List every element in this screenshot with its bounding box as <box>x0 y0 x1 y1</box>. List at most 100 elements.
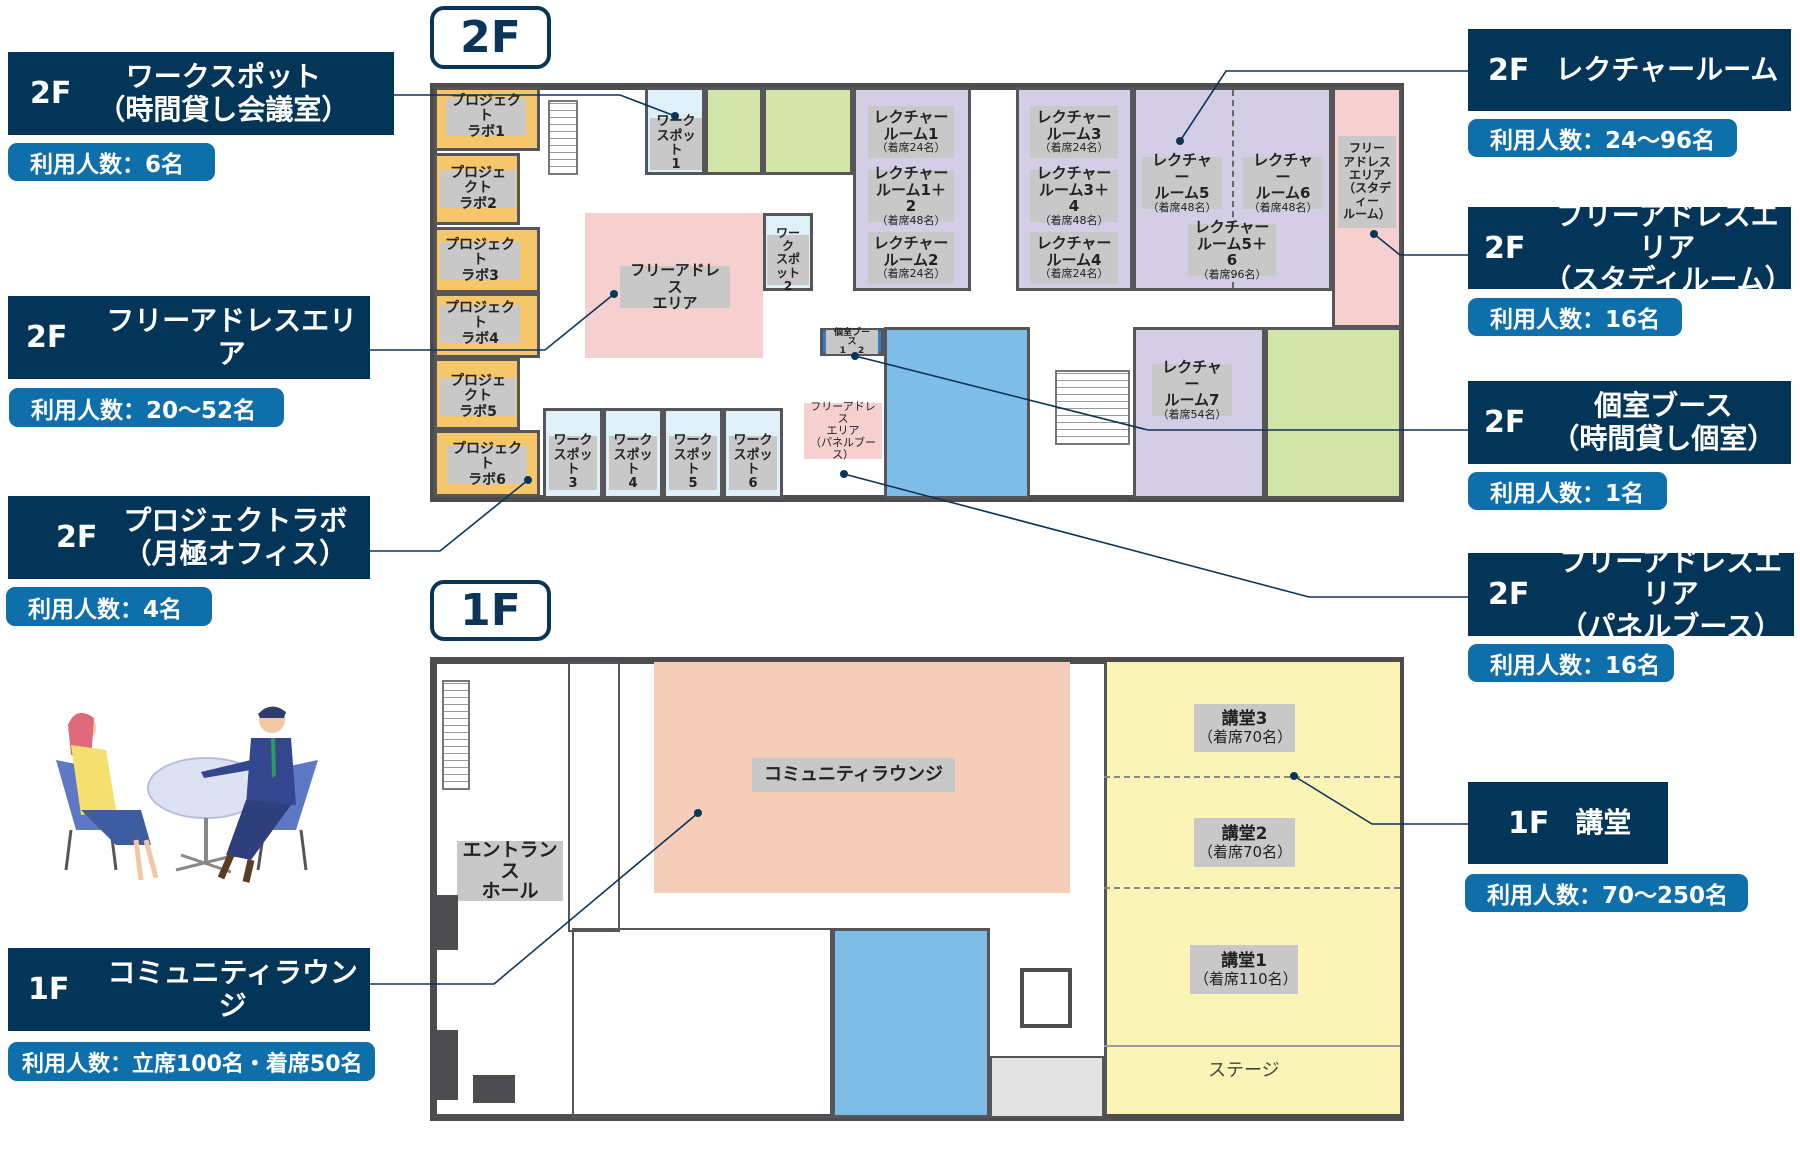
work-spot-4-label: ワーク スポット 4 <box>609 434 657 491</box>
stage-edge <box>1104 1045 1400 1047</box>
callout-floor: 1F <box>1508 805 1550 841</box>
leader-dot <box>610 290 618 298</box>
leader-line <box>843 473 1468 598</box>
capacity-badge: 利用人数：立席100名・着席50名 <box>8 1042 375 1081</box>
leader-dot <box>840 470 848 478</box>
leader-line <box>370 479 529 552</box>
callout-panel-booth: 2F フリーアドレスエリア （パネルブース） <box>1468 546 1794 642</box>
project-lab-4-label: プロジェクト ラボ4 <box>440 300 520 346</box>
callout-name: プロジェクトラボ （月極オフィス） <box>123 504 348 570</box>
callout-floor: 2F <box>26 320 68 355</box>
work-spot-3-label: ワーク スポット 3 <box>549 434 597 491</box>
auditorium-partition <box>1104 776 1400 778</box>
lecture-room-4-label: レクチャー ルーム4（着席24名） <box>1030 232 1118 284</box>
lecture-room-5-6-name: レクチャー ルーム5＋6 <box>1194 218 1270 270</box>
lecture-room-4-seats: （着席24名） <box>1039 267 1109 281</box>
lecture-room-3-4-seats: （着席48名） <box>1039 213 1109 227</box>
callout-name: ワークスポット （時間貸し会議室） <box>97 60 350 126</box>
leader-line <box>394 94 676 117</box>
capacity-badge: 利用人数：24〜96名 <box>1468 119 1737 157</box>
hall-1-label: 講堂1（着席110名） <box>1190 945 1298 994</box>
callout-name: フリーアドレスエリア （パネルブース） <box>1559 545 1783 643</box>
work-spot-5-label: ワーク スポット 5 <box>669 434 717 491</box>
green-room-b <box>763 87 853 175</box>
community-lounge-label: コミュニティラウンジ <box>752 758 955 792</box>
leader-dot <box>671 112 679 120</box>
callout-name: フリーアドレスエリア （スタディルーム） <box>1543 198 1793 297</box>
stage-label: ステージ <box>1208 1060 1280 1081</box>
leader-line <box>1179 70 1468 142</box>
capacity-badge: 利用人数：16名 <box>1468 298 1682 336</box>
floor-2f-badge: 2F <box>430 6 551 69</box>
hall-2-name: 講堂2 <box>1221 823 1268 844</box>
callout-floor: 2F <box>1488 577 1530 612</box>
capacity-badge: 利用人数：20〜52名 <box>9 388 284 427</box>
lecture-room-3-seats: （着席24名） <box>1039 141 1109 155</box>
panel-booth-label: フリーアドレス エリア （パネルブース） <box>804 400 882 461</box>
hall-2-seats: （着席70名） <box>1198 842 1293 861</box>
callout-floor: 2F <box>30 76 72 111</box>
lecture-room-3-4-label: レクチャー ルーム3＋4（着席48名） <box>1030 165 1118 226</box>
wall-block <box>434 1030 458 1100</box>
meeting-area <box>572 928 832 1118</box>
capacity-badge: 利用人数：70〜250名 <box>1465 874 1748 912</box>
project-lab-1-label: プロジェクト ラボ1 <box>446 93 526 139</box>
work-spot-1-label: ワーク スポット 1 <box>650 115 702 172</box>
callout-name: コミュニティラウンジ <box>107 956 358 1022</box>
lecture-room-1-2-label: レクチャー ルーム1＋2（着席48名） <box>868 165 954 226</box>
capacity-badge: 利用人数：1名 <box>1468 472 1667 510</box>
restrooms-2f <box>884 327 1030 499</box>
project-lab-2-label: プロジェクト ラボ2 <box>440 165 516 211</box>
hall-1-name: 講堂1 <box>1221 950 1267 971</box>
hall-2-label: 講堂2（着席70名） <box>1194 818 1295 867</box>
callout-name: 個室ブース （時間貸し個室） <box>1551 389 1776 455</box>
lecture-room-7-name: レクチャー ルーム7 <box>1162 358 1222 410</box>
corridor-rooms <box>568 662 620 932</box>
lecture-room-1-seats: （着席24名） <box>876 141 946 155</box>
leader-line <box>370 293 615 351</box>
leader-dot <box>1290 772 1298 780</box>
capacity-badge: 利用人数：6名 <box>8 143 215 181</box>
callout-floor: 2F <box>1488 52 1530 88</box>
project-lab-3-label: プロジェクト ラボ3 <box>440 237 520 283</box>
lecture-room-1-2-name: レクチャー ルーム1＋2 <box>873 164 949 216</box>
lecture-room-3-name: レクチャー ルーム3 <box>1036 108 1112 143</box>
lecture-room-7-seats: （着席54名） <box>1157 407 1227 421</box>
meeting-people-illustration <box>56 706 318 883</box>
leader-line <box>370 812 699 985</box>
hall-3-seats: （着席70名） <box>1198 728 1293 747</box>
lecture-room-6-name: レクチャー ルーム6 <box>1253 151 1313 203</box>
private-booth-label: 個室ブース 1 2 <box>826 328 878 355</box>
project-lab-6-label: プロジェクト ラボ6 <box>447 441 527 487</box>
green-room-c <box>1265 327 1402 499</box>
lecture-room-5-label: レクチャー ルーム5（着席48名） <box>1142 152 1222 213</box>
work-spot-6-label: ワーク スポット 6 <box>729 434 777 491</box>
leader-line <box>854 355 1468 431</box>
project-lab-5-label: プロジェクト ラボ5 <box>440 373 516 419</box>
leader-dot <box>1370 230 1378 238</box>
leader-line <box>1373 233 1468 256</box>
callout-floor: 2F <box>1484 230 1526 266</box>
elevator <box>1020 968 1072 1028</box>
lecture-room-6-label: レクチャー ルーム6（着席48名） <box>1243 152 1323 213</box>
lecture-room-5-name: レクチャー ルーム5 <box>1152 151 1212 203</box>
leader-dot <box>694 809 702 817</box>
stairs-1f <box>442 680 470 790</box>
green-room-a <box>705 87 763 175</box>
callout-study-room: 2F フリーアドレスエリア （スタディルーム） <box>1468 199 1793 296</box>
floor-1f-badge: 1F <box>430 580 551 641</box>
hall-3-label: 講堂3（着席70名） <box>1194 704 1295 752</box>
leader-dot <box>524 476 532 484</box>
hall-3-name: 講堂3 <box>1221 709 1268 730</box>
partition-divider <box>1232 90 1234 288</box>
leader-dot <box>851 352 859 360</box>
wall-block <box>434 895 458 950</box>
restrooms-1f <box>832 928 990 1118</box>
lecture-room-1-name: レクチャー ルーム1 <box>873 108 949 143</box>
lecture-room-3-label: レクチャー ルーム3（着席24名） <box>1030 106 1118 158</box>
